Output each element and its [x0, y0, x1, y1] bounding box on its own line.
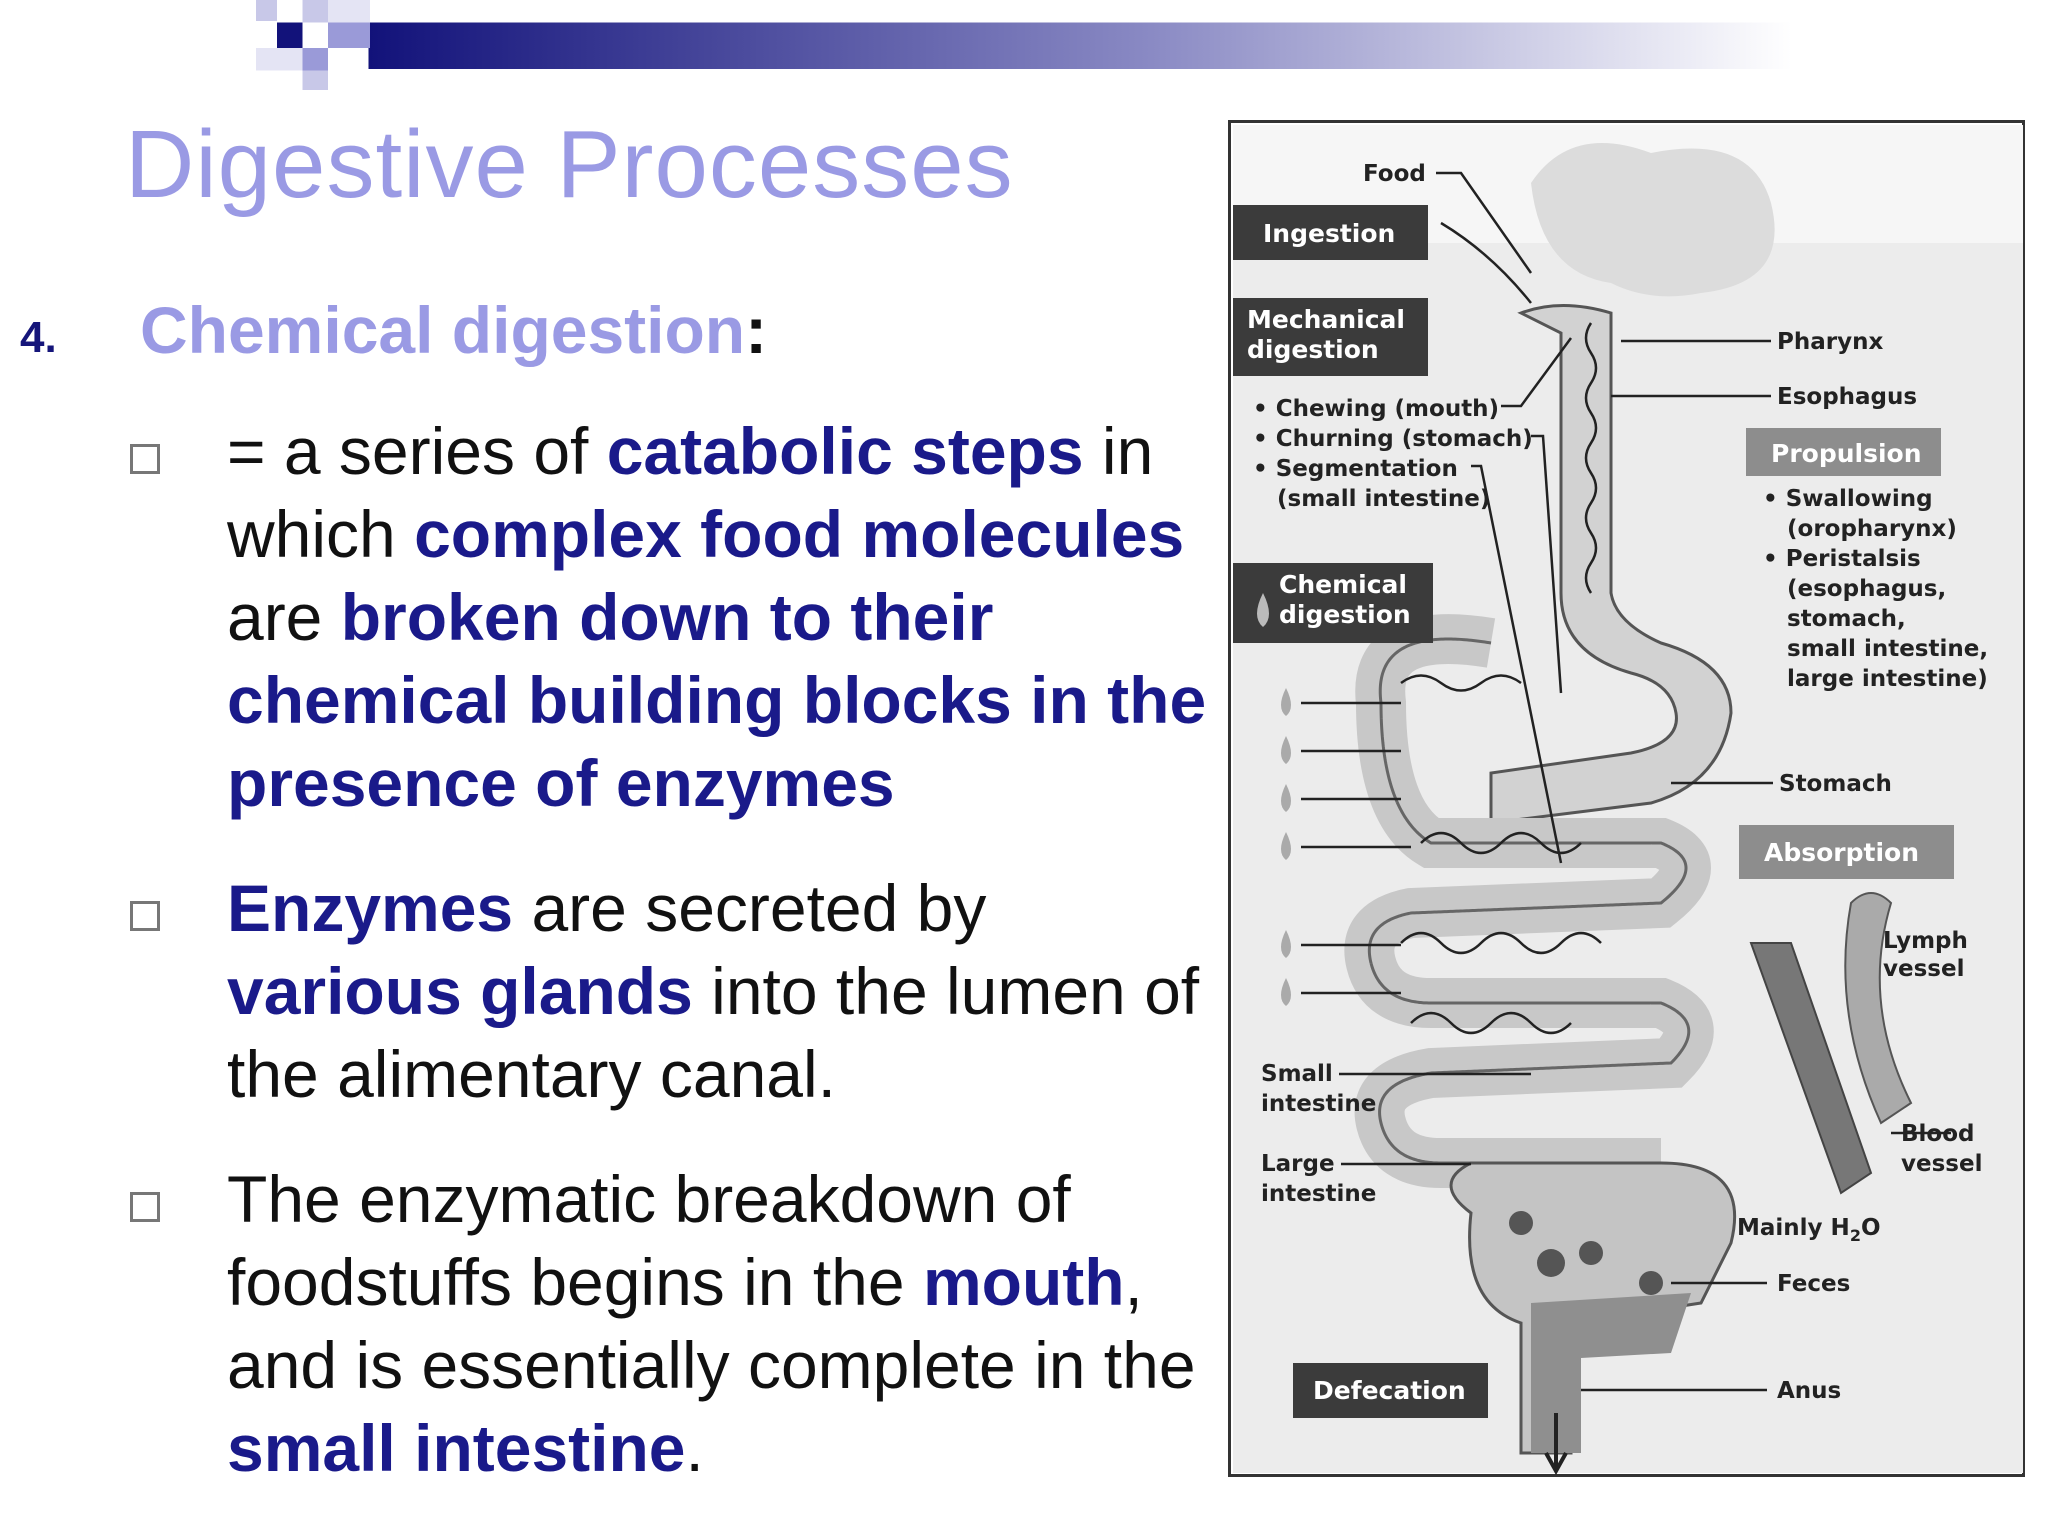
drop-icon — [1257, 593, 1269, 627]
mainly-h2o-label: Mainly H2O — [1737, 1215, 1881, 1245]
lymph-vessel-label-1: Lymph — [1883, 928, 1968, 954]
absorption-label: Absorption — [1764, 838, 1919, 867]
defecation-box — [1293, 1363, 1488, 1418]
segmentation-label-2: (small intestine) — [1277, 486, 1490, 512]
blood-vessel-label-2: vessel — [1901, 1151, 1982, 1177]
bullet-box-icon — [130, 444, 160, 474]
mouth-region — [1531, 143, 1775, 297]
chemical-label-2: digestion — [1279, 600, 1411, 629]
digestive-processes-diagram: Ingestion Mechanical digestion Chemical … — [1228, 120, 2025, 1477]
rectum — [1531, 1293, 1691, 1453]
anus-label: Anus — [1777, 1378, 1841, 1404]
peristalsis-label-2: (esophagus, — [1787, 576, 1946, 602]
body-text: The enzymatic breakdown of foodstuffs be… — [227, 1162, 1071, 1319]
small-intestine-label-1: Small — [1261, 1061, 1333, 1087]
emphasis-text: small intestine — [227, 1411, 686, 1485]
heading-colon: : — [745, 293, 768, 367]
emphasis-text: broken down to their chemical building b… — [227, 580, 1207, 820]
swallowing-label: • Swallowing — [1763, 486, 1933, 512]
feces-blob — [1537, 1249, 1565, 1277]
feces-blob — [1579, 1241, 1603, 1265]
body-text: are — [227, 580, 341, 654]
lymph-vessel — [1844, 892, 1913, 1125]
body-text: . — [685, 1411, 704, 1485]
anus-arrow — [1544, 1413, 1568, 1476]
feces-blob — [1509, 1211, 1533, 1235]
body-text: are secreted by — [513, 871, 987, 945]
h2o-o: O — [1861, 1215, 1881, 1241]
emphasis-text: complex food molecules — [414, 497, 1185, 571]
peristalsis-wave — [1400, 322, 1602, 1035]
bullet-item: Enzymes are secreted by various glands i… — [125, 867, 1225, 1116]
chemical-label-1: Chemical — [1279, 570, 1407, 599]
section-heading: Chemical digestion: — [140, 292, 767, 368]
body-text: = a series of — [227, 414, 607, 488]
bullet-list: = a series of catabolic steps in which c… — [125, 410, 1225, 1532]
feces-label: Feces — [1777, 1271, 1850, 1297]
ingestion-label: Ingestion — [1263, 219, 1395, 248]
peristalsis-label-3: stomach, — [1787, 606, 1906, 632]
peristalsis-label-4: small intestine, — [1787, 636, 1988, 662]
body-text: , and is essentially complete in the — [227, 1245, 1196, 1402]
chewing-label: • Chewing (mouth) — [1253, 396, 1499, 422]
large-intestine-label-2: intestine — [1261, 1181, 1376, 1207]
blood-vessel — [1749, 942, 1873, 1195]
mechanical-label-2: digestion — [1247, 335, 1379, 364]
peristalsis-label-5: large intestine) — [1787, 666, 1988, 692]
propulsion-box — [1746, 428, 1941, 476]
emphasis-text: catabolic steps — [606, 414, 1084, 488]
large-intestine-label-1: Large — [1261, 1151, 1335, 1177]
ingestion-box — [1233, 205, 1428, 260]
segmentation-label: • Segmentation — [1253, 456, 1458, 482]
blood-vessel-label-1: Blood — [1901, 1121, 1974, 1147]
bullet-item: = a series of catabolic steps in which c… — [125, 410, 1225, 825]
absorption-box — [1739, 825, 1954, 879]
emphasis-text: Enzymes — [227, 871, 514, 945]
mechanical-label-1: Mechanical — [1247, 305, 1405, 334]
diagram-svg: Ingestion Mechanical digestion Chemical … — [1233, 125, 2023, 1476]
emphasis-text: various glands — [227, 954, 693, 1028]
chemical-drop-arrows — [1301, 701, 1411, 995]
esophagus-tube — [1489, 304, 1733, 825]
bullet-box-icon — [130, 901, 160, 931]
esophagus-label: Esophagus — [1777, 384, 1917, 410]
feces-blob — [1639, 1271, 1663, 1295]
peristalsis-label: • Peristalsis — [1763, 546, 1921, 572]
defecation-label: Defecation — [1313, 1376, 1466, 1405]
h2o-subscript: 2 — [1850, 1226, 1861, 1245]
food-label: Food — [1363, 161, 1426, 187]
small-intestine-label-2: intestine — [1261, 1091, 1376, 1117]
emphasis-text: mouth — [922, 1245, 1125, 1319]
stomach-label: Stomach — [1779, 771, 1892, 797]
bullet-box-icon — [130, 1192, 160, 1222]
lymph-vessel-label-2: vessel — [1883, 956, 1964, 982]
bullet-item: The enzymatic breakdown of foodstuffs be… — [125, 1158, 1225, 1490]
chemical-drops — [1281, 688, 1291, 1006]
swallowing-label-2: (oropharynx) — [1787, 516, 1957, 542]
mainly-h2o-text: Mainly H — [1737, 1215, 1850, 1241]
body-text: into the lumen of the alimentary canal. — [227, 954, 1200, 1111]
mechanical-digestion-box — [1233, 298, 1428, 376]
slide-title: Digestive Processes — [125, 111, 1014, 218]
pharynx-label: Pharynx — [1777, 329, 1883, 355]
leader-lines — [1339, 171, 1951, 1392]
header-decoration — [256, 0, 1792, 90]
churning-label: • Churning (stomach) — [1253, 426, 1533, 452]
heading-text: Chemical digestion — [140, 293, 746, 367]
small-intestine-outline — [1367, 637, 1691, 1165]
body-text: in which — [227, 414, 1154, 571]
item-number: 4. — [20, 313, 57, 362]
propulsion-label: Propulsion — [1771, 439, 1922, 468]
